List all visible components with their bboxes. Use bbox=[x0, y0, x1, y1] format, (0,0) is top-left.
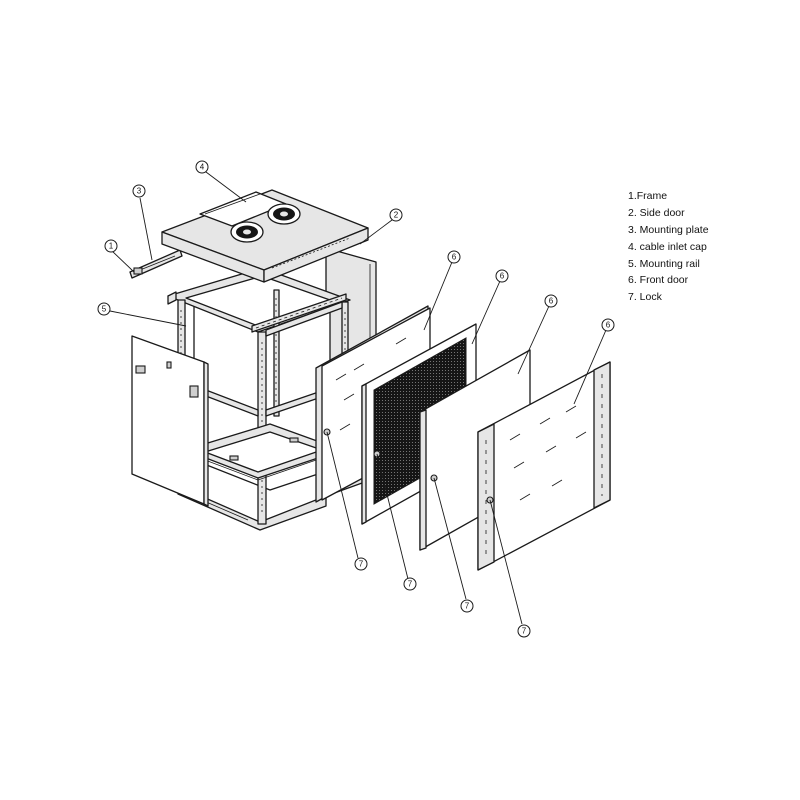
callout-lock: 7 bbox=[460, 599, 474, 613]
parts-legend: 1.Frame 2. Side door 3. Mounting plate 4… bbox=[628, 188, 709, 306]
mounting-plate bbox=[129, 249, 183, 279]
svg-text:7: 7 bbox=[408, 580, 413, 589]
svg-text:7: 7 bbox=[465, 602, 470, 611]
svg-text:3: 3 bbox=[137, 187, 142, 196]
svg-text:6: 6 bbox=[606, 321, 611, 330]
svg-text:4: 4 bbox=[200, 163, 205, 172]
svg-text:5: 5 bbox=[102, 305, 107, 314]
callout-cable-inlet-cap: 4 bbox=[195, 160, 209, 174]
front-door-framed bbox=[477, 361, 611, 571]
legend-item-mounting-plate: 3. Mounting plate bbox=[628, 223, 709, 236]
legend-item-frame: 1.Frame bbox=[628, 190, 668, 202]
fan-icon bbox=[267, 203, 301, 225]
svg-text:1: 1 bbox=[109, 242, 114, 251]
callout-frame: 1 bbox=[104, 239, 118, 253]
fan-icon bbox=[230, 221, 264, 243]
legend-item-lock: 7. Lock bbox=[628, 291, 662, 304]
left-side-door bbox=[131, 335, 209, 507]
callout-mounting-plate: 3 bbox=[132, 184, 146, 198]
callout-front-door: 6 bbox=[495, 269, 509, 283]
svg-text:6: 6 bbox=[500, 272, 505, 281]
svg-text:6: 6 bbox=[452, 253, 457, 262]
legend-item-cable-inlet-cap: 4. cable inlet cap bbox=[628, 240, 707, 253]
svg-text:7: 7 bbox=[522, 627, 527, 636]
leader-lines bbox=[109, 171, 607, 625]
legend-item-side-door: 2. Side door bbox=[628, 206, 685, 219]
callout-lock: 7 bbox=[517, 624, 531, 638]
callout-lock: 7 bbox=[403, 577, 417, 591]
svg-text:6: 6 bbox=[549, 297, 554, 306]
callout-front-door: 6 bbox=[447, 250, 461, 264]
top-cover bbox=[161, 189, 369, 283]
svg-text:2: 2 bbox=[394, 211, 399, 220]
callout-mounting-rail: 5 bbox=[97, 302, 111, 316]
callout-front-door: 6 bbox=[544, 294, 558, 308]
callout-front-door: 6 bbox=[601, 318, 615, 332]
callout-lock: 7 bbox=[354, 557, 368, 571]
legend-item-front-door: 6. Front door bbox=[628, 274, 689, 287]
svg-text:7: 7 bbox=[359, 560, 364, 569]
callout-side-door: 2 bbox=[389, 208, 403, 222]
legend-item-mounting-rail: 5. Mounting rail bbox=[628, 257, 700, 270]
